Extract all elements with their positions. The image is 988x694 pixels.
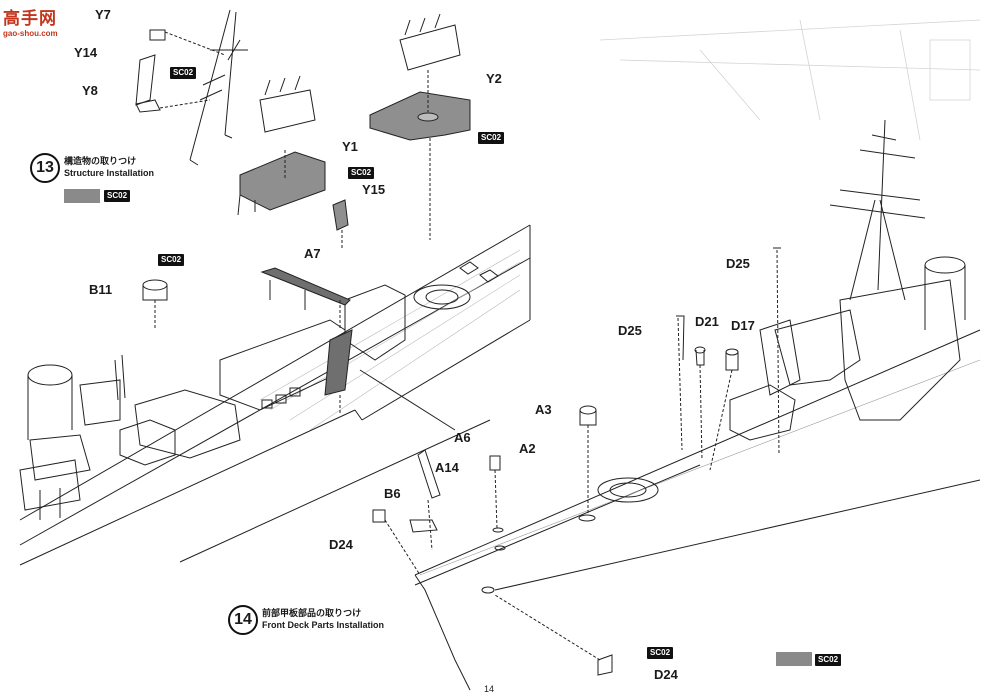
step-14-title-en: Front Deck Parts Installation	[262, 620, 385, 630]
watermark-url: gao-shou.com	[3, 29, 58, 38]
step-13-number: 13	[30, 153, 60, 183]
step-14-number: 14	[228, 605, 258, 635]
part-label-y15: Y15	[362, 182, 386, 197]
color-swatch-step14	[776, 652, 812, 666]
step-13-title: 構造物の取りつけ Structure Installation	[64, 157, 154, 179]
part-label-d21: D21	[695, 314, 719, 329]
part-label-y7: Y7	[95, 7, 111, 22]
part-label-y1: Y1	[342, 139, 358, 154]
part-label-d17: D17	[731, 318, 755, 333]
background-ship-outline	[599, 19, 981, 141]
step-14-title: 前部甲板部品の取りつけ Front Deck Parts Installatio…	[262, 609, 384, 631]
part-label-d25-right: D25	[726, 256, 750, 271]
color-chip-legend-14: SC02	[815, 654, 842, 666]
part-label-a2: A2	[519, 441, 536, 456]
color-chip-legend-13: SC02	[104, 190, 131, 202]
step-13-title-en: Structure Installation	[64, 168, 155, 178]
part-y15	[332, 199, 349, 250]
part-label-d25-left: D25	[618, 323, 642, 338]
watermark-title: 高手网	[3, 9, 57, 29]
part-label-a14: A14	[435, 460, 459, 475]
yard-parts	[135, 29, 226, 113]
part-label-a3: A3	[535, 402, 552, 417]
step-14-title-jp: 前部甲板部品の取りつけ	[262, 609, 362, 619]
part-label-b6: B6	[384, 486, 401, 501]
color-chip-b11: SC02	[158, 254, 185, 266]
part-label-y2: Y2	[486, 71, 502, 86]
page-number: 14	[484, 684, 495, 694]
step-13-title-jp: 構造物の取りつけ	[64, 157, 137, 167]
front-deck-parts	[372, 247, 781, 676]
color-chip-y15: SC02	[348, 167, 375, 179]
mast-tripod	[189, 9, 248, 166]
part-label-a7: A7	[304, 246, 321, 261]
hull-right	[414, 119, 981, 691]
watermark: 高手网 gao-shou.com	[3, 4, 58, 38]
part-label-b11: B11	[89, 282, 113, 297]
part-b11	[142, 279, 168, 330]
part-label-d24-left: D24	[329, 537, 353, 552]
color-chip-y2: SC02	[478, 132, 505, 144]
turret-y2	[369, 13, 471, 240]
part-label-a6: A6	[454, 430, 471, 445]
color-chip-y14: SC02	[170, 67, 197, 79]
part-label-d24-bottom: D24	[654, 667, 678, 682]
turret-y1	[237, 75, 326, 216]
part-a7	[260, 267, 351, 330]
part-label-y8: Y8	[82, 83, 98, 98]
part-label-y14: Y14	[74, 45, 98, 60]
part-a6	[324, 329, 456, 431]
color-chip-d24: SC02	[647, 647, 674, 659]
color-swatch-step13	[64, 189, 100, 203]
